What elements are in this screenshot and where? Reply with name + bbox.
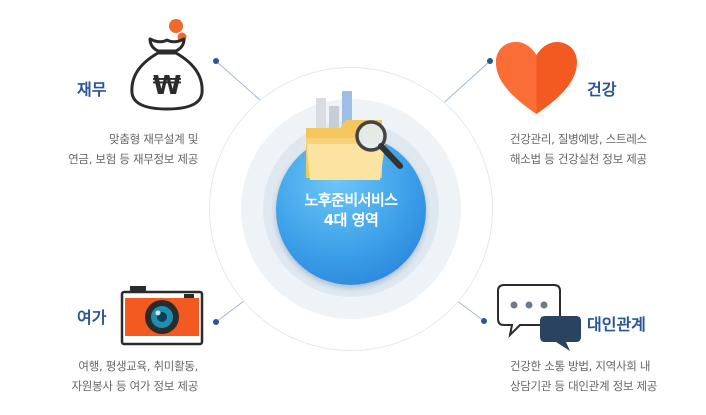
leisure-description: 여행, 평생교육, 취미활동, 자원봉사 등 여가 정보 제공 (40, 356, 198, 396)
connector-dot (213, 319, 219, 325)
health-title: 건강 (587, 80, 617, 99)
connector-dot (487, 58, 493, 64)
relations-title: 대인관계 (587, 315, 646, 334)
relations-desc-line2: 상담기관 등 대인관계 정보 제공 (510, 379, 658, 393)
connector-dot (481, 318, 487, 324)
connector-dot (213, 58, 219, 64)
center-title: 노후준비서비스 4대 영역 (276, 190, 426, 230)
center-title-line2: 4대 영역 (323, 211, 379, 229)
folder-magnifier-icon (306, 91, 403, 180)
won-symbol: ₩ (153, 71, 182, 101)
finance-title: 재무 (77, 80, 107, 99)
money-bag-icon: ₩ (130, 19, 204, 111)
leisure-desc-line2: 자원봉사 등 여가 정보 제공 (71, 379, 198, 393)
finance-desc-line1: 맞춤형 재무설계 및 (109, 132, 198, 146)
camera-icon (120, 286, 204, 346)
relations-description: 건강한 소통 방법, 지역사회 내 상담기관 등 대인관계 정보 제공 (510, 356, 657, 396)
leisure-title: 여가 (77, 308, 107, 327)
relations-desc-line1: 건강한 소통 방법, 지역사회 내 (510, 359, 651, 373)
health-desc-line2: 해소법 등 건강실천 정보 제공 (510, 152, 647, 166)
health-description: 건강관리, 질병예방, 스트레스 해소법 등 건강실천 정보 제공 (510, 129, 647, 169)
finance-description: 맞춤형 재무설계 및 연금, 보험 등 재무정보 제공 (40, 129, 198, 169)
heart-icon (496, 42, 577, 114)
center-title-line1: 노후준비서비스 (304, 191, 398, 209)
health-desc-line1: 건강관리, 질병예방, 스트레스 (510, 132, 647, 146)
speech-bubbles-icon (497, 284, 581, 351)
finance-desc-line2: 연금, 보험 등 재무정보 제공 (68, 152, 198, 166)
leisure-desc-line1: 여행, 평생교육, 취미활동, (78, 359, 198, 373)
